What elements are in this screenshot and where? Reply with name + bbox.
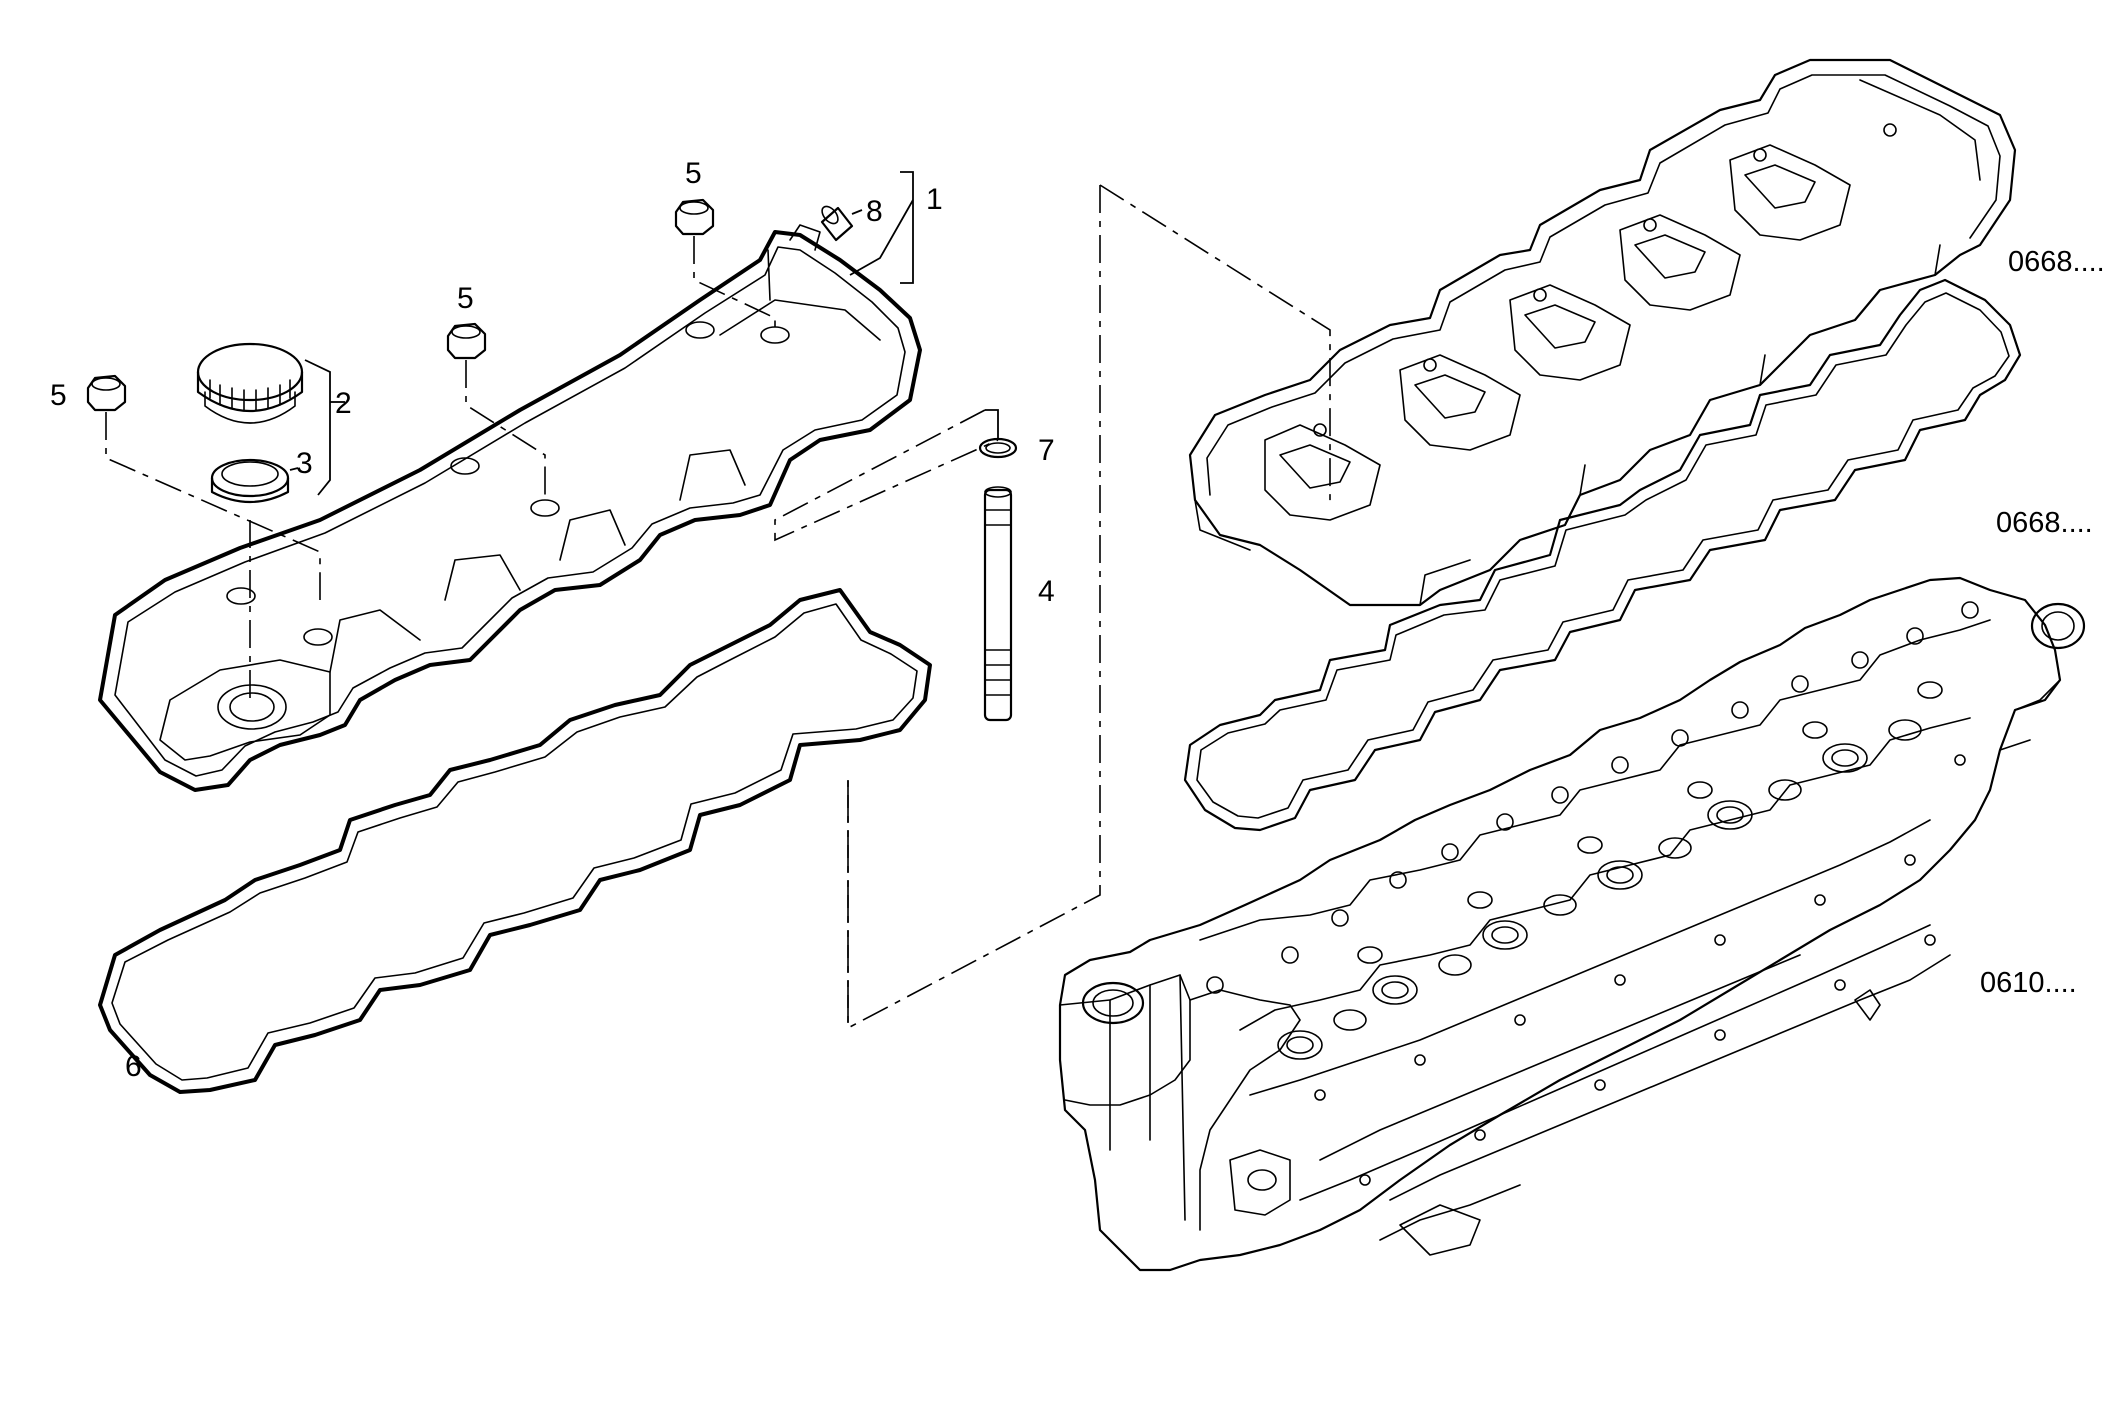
reference-gasket[interactable]: 0668....: [1996, 507, 2093, 539]
callout-4: 4: [1038, 575, 1055, 608]
reference-rocker-housing[interactable]: 0668....: [2008, 246, 2105, 278]
rocker-housing: [1188, 58, 2017, 607]
callout-6: 6: [125, 1050, 142, 1083]
nut-middle[interactable]: [446, 322, 487, 360]
cap-seal[interactable]: [210, 458, 290, 504]
oil-filler-cap[interactable]: [196, 342, 304, 424]
callout-7: 7: [1038, 434, 1055, 467]
callout-2: 2: [335, 387, 352, 420]
valve-cover[interactable]: [98, 224, 922, 792]
plug[interactable]: [819, 203, 854, 242]
nut-left[interactable]: [86, 374, 127, 412]
callout-1: 1: [926, 183, 943, 216]
callout-3: 3: [296, 447, 313, 480]
cover-gasket[interactable]: [98, 588, 932, 1094]
cylinder-head: [1058, 576, 2086, 1272]
o-ring[interactable]: [978, 437, 1018, 459]
stud-bolt[interactable]: [983, 486, 1013, 722]
callout-5-top: 5: [685, 157, 702, 190]
callout-5-left: 5: [50, 379, 67, 412]
callout-8: 8: [866, 195, 883, 228]
leader-lines: [105, 171, 1331, 1030]
callout-5-middle: 5: [457, 282, 474, 315]
nut-top[interactable]: [674, 198, 715, 236]
reference-cylinder-head[interactable]: 0610....: [1980, 967, 2077, 999]
cover-gasket-reference: [1183, 278, 2022, 832]
